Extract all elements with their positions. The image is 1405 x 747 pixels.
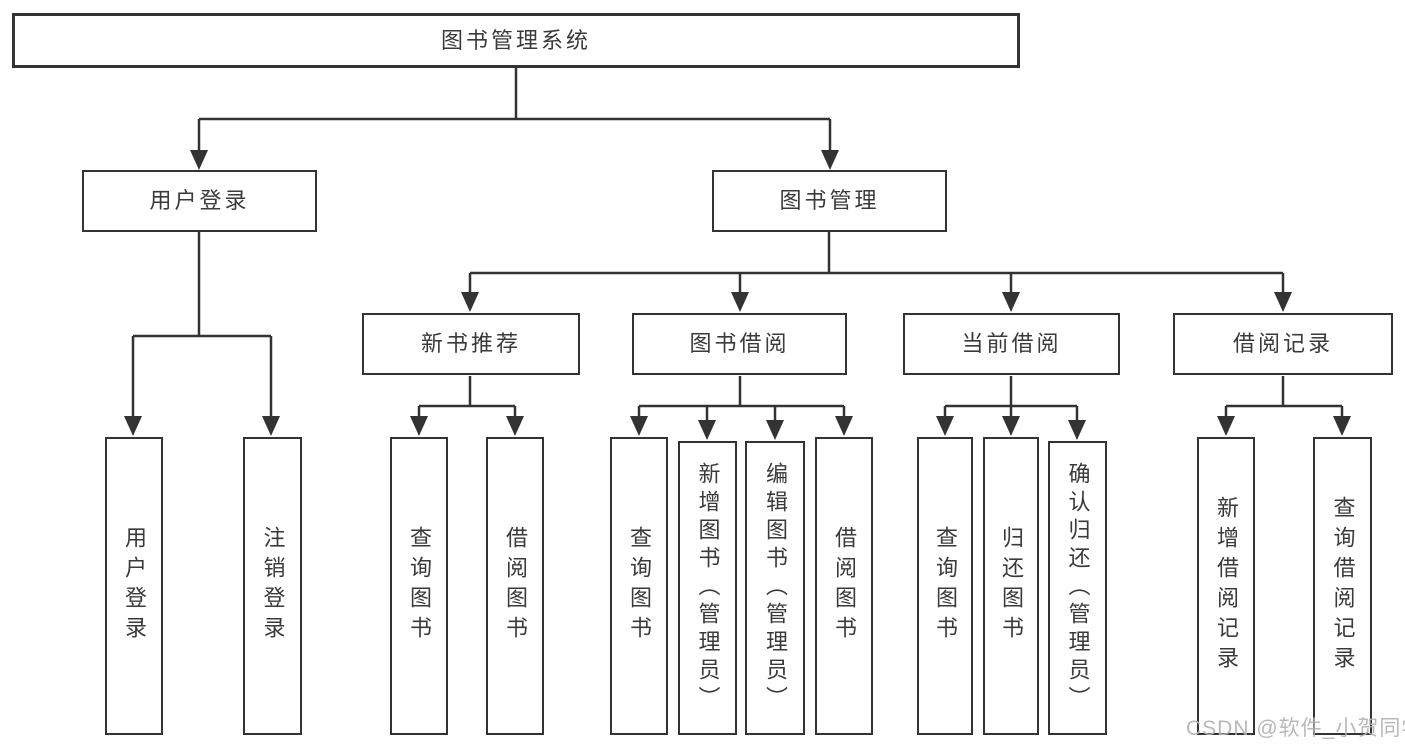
connector-group-3 [1224, 376, 1344, 424]
leaf-borrow-books-2: 借阅图书 [815, 437, 873, 735]
leaf-edit-books-admin: 编辑图书（管理员） [745, 441, 805, 735]
node-book-management: 图书管理 [712, 170, 947, 232]
node-current-borrow-label: 当前借阅 [961, 331, 1062, 356]
node-new-book-recommend: 新书推荐 [362, 313, 580, 375]
node-user-login-label: 用户登录 [149, 188, 250, 213]
leaf-add-books-admin-label: 新增图书（管理员） [695, 462, 721, 714]
leaf-borrow-books-1: 借阅图书 [486, 437, 544, 735]
leaf-confirm-return-admin-label: 确认归还（管理员） [1065, 462, 1091, 714]
leaf-borrow-books-2-label: 借阅图书 [832, 526, 857, 646]
node-borrow-records: 借阅记录 [1173, 313, 1393, 375]
leaf-query-books-3: 查询图书 [917, 437, 973, 735]
node-book-management-label: 图书管理 [779, 188, 880, 213]
node-book-borrow: 图书借阅 [632, 313, 847, 375]
node-user-login: 用户登录 [82, 170, 317, 232]
leaf-logout: 注销登录 [243, 437, 302, 735]
leaf-confirm-return-admin: 确认归还（管理员） [1048, 441, 1107, 735]
leaf-borrow-books-1-label: 借阅图书 [503, 526, 528, 646]
leaf-query-borrow-record-label: 查询借阅记录 [1330, 496, 1356, 676]
leaf-query-books-1: 查询图书 [390, 437, 448, 735]
node-root-label: 图书管理系统 [440, 27, 591, 53]
connector-root [197, 68, 832, 158]
leaf-query-books-2-label: 查询图书 [627, 526, 652, 646]
leaf-query-books-3-label: 查询图书 [933, 526, 958, 646]
connector-user-login [131, 232, 273, 424]
leaf-query-books-1-label: 查询图书 [407, 526, 432, 646]
leaf-add-books-admin: 新增图书（管理员） [678, 441, 737, 735]
leaf-query-borrow-record: 查询借阅记录 [1313, 437, 1372, 735]
leaf-return-books-label: 归还图书 [999, 526, 1024, 646]
leaf-add-borrow-record: 新增借阅记录 [1197, 437, 1255, 735]
node-borrow-records-label: 借阅记录 [1232, 331, 1333, 356]
leaf-logout-label: 注销登录 [260, 526, 286, 646]
leaf-query-books-2: 查询图书 [610, 437, 668, 735]
connector-group-2 [943, 376, 1079, 428]
arrowheads [124, 150, 1351, 440]
csdn-watermark: CSDN @软件_小贺同学 [1186, 717, 1405, 740]
leaf-edit-books-admin-label: 编辑图书（管理员） [763, 462, 788, 714]
leaf-add-borrow-record-label: 新增借阅记录 [1214, 496, 1239, 676]
leaf-return-books: 归还图书 [983, 437, 1039, 735]
node-new-book-recommend-label: 新书推荐 [420, 331, 521, 356]
leaf-user-login: 用户登录 [105, 437, 163, 735]
node-current-borrow: 当前借阅 [903, 313, 1120, 375]
leaf-user-login-label: 用户登录 [122, 526, 147, 646]
connector-group-1 [637, 376, 846, 428]
node-root-system: 图书管理系统 [12, 13, 1020, 68]
connector-group-0 [417, 376, 517, 424]
node-book-borrow-label: 图书借阅 [689, 331, 790, 356]
connector-book-mgmt [468, 232, 1285, 299]
